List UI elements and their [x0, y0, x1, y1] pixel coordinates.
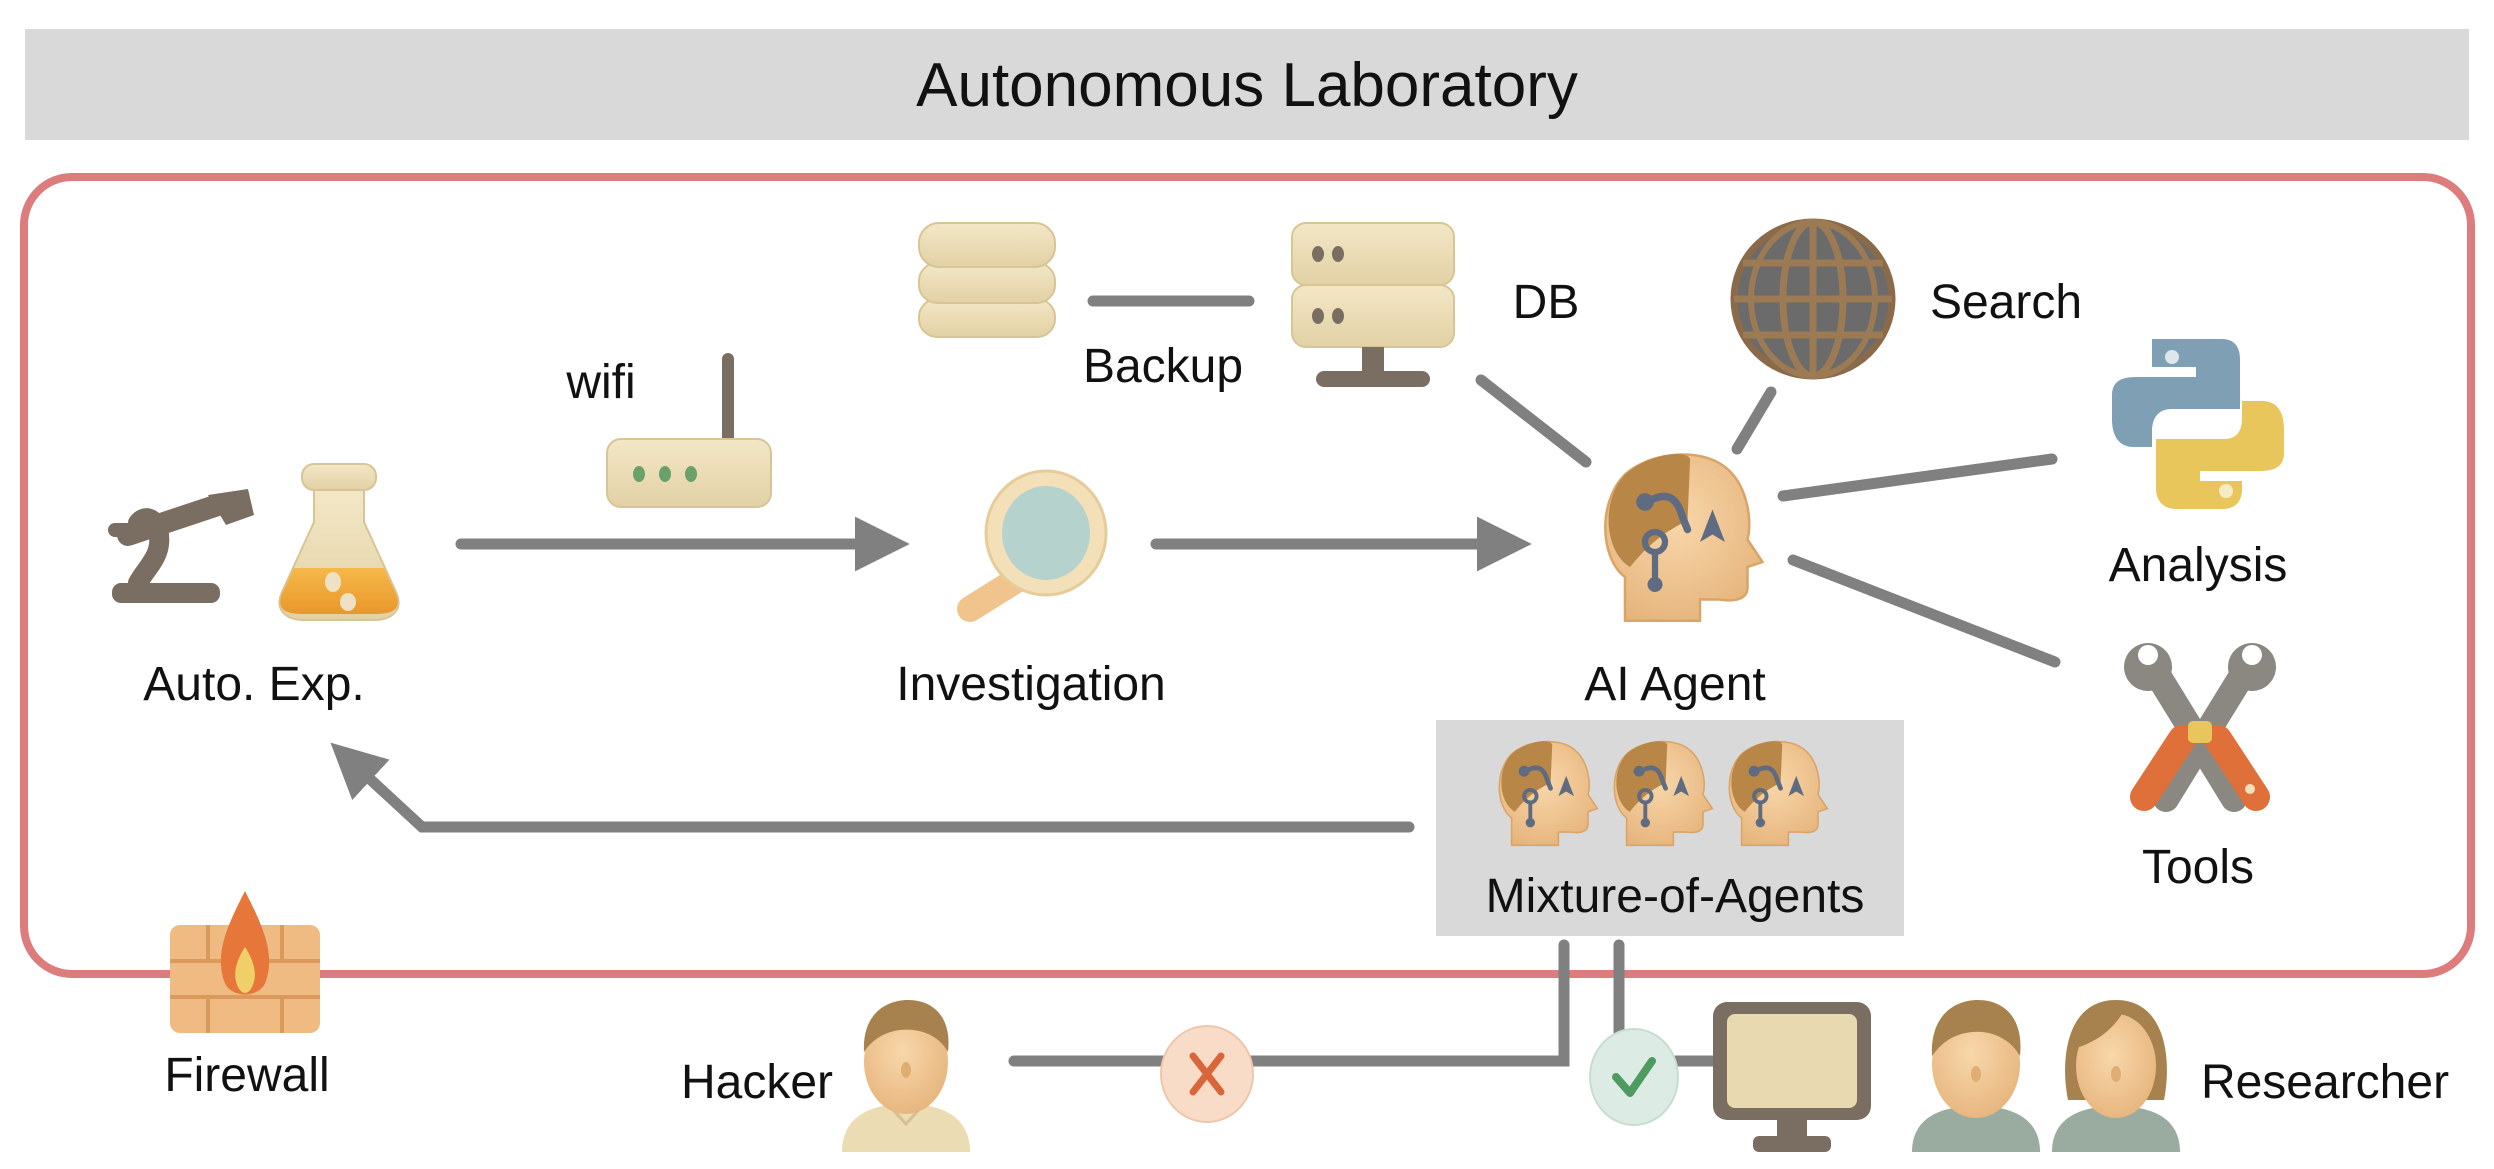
hacker-label: Hacker: [681, 1056, 833, 1109]
investigation-label: Investigation: [896, 658, 1166, 711]
analysis-label: Analysis: [2109, 539, 2288, 592]
allowed-check-icon: [1589, 1028, 1679, 1126]
researcher-label: Researcher: [2201, 1056, 2449, 1109]
ai-head-icon: [1605, 454, 1762, 621]
edge-agent-tools: [1787, 554, 2061, 668]
ai-agent-label: AI Agent: [1584, 658, 1765, 711]
microscope-icon: [108, 489, 254, 603]
researcher-female-icon: [2052, 1000, 2180, 1152]
wrench-icon: [2124, 643, 2276, 812]
server-icon: [1291, 222, 1455, 387]
wifi-label: wifi: [565, 356, 635, 409]
researcher-male-icon: [1912, 1000, 2040, 1152]
db-label: DB: [1513, 276, 1580, 329]
magnifier-icon: [957, 469, 1108, 622]
edge-hacker-moa: [1008, 939, 1570, 1067]
lab-boundary: [20, 173, 2475, 978]
edge-moa-autoexp: [330, 742, 1415, 833]
backup-label: Backup: [1083, 340, 1243, 393]
python-icon: [2112, 339, 2284, 509]
router-icon: [606, 353, 772, 508]
tools-label: Tools: [2142, 841, 2254, 894]
hacker-person-icon: [842, 1000, 970, 1152]
edge-db-agent: [1475, 374, 1592, 468]
edge-search-agent: [1731, 386, 1777, 455]
blocked-x-icon: [1160, 1025, 1254, 1123]
diagram-title: Autonomous Laboratory: [916, 51, 1578, 120]
title-bar: [25, 29, 2469, 140]
firewall-label: Firewall: [164, 1049, 329, 1102]
moa-label: Mixture-of-Agents: [1486, 870, 1865, 923]
monitor-icon: [1713, 1002, 1871, 1152]
database-icon: [918, 222, 1056, 338]
edge-agent-analysis: [1777, 453, 2058, 502]
auto-exp-label: Auto. Exp.: [143, 658, 364, 711]
search-label: Search: [1930, 276, 2082, 329]
flask-icon: [278, 463, 400, 621]
firewall-icon: [170, 891, 320, 1033]
globe-icon: [1730, 218, 1896, 380]
